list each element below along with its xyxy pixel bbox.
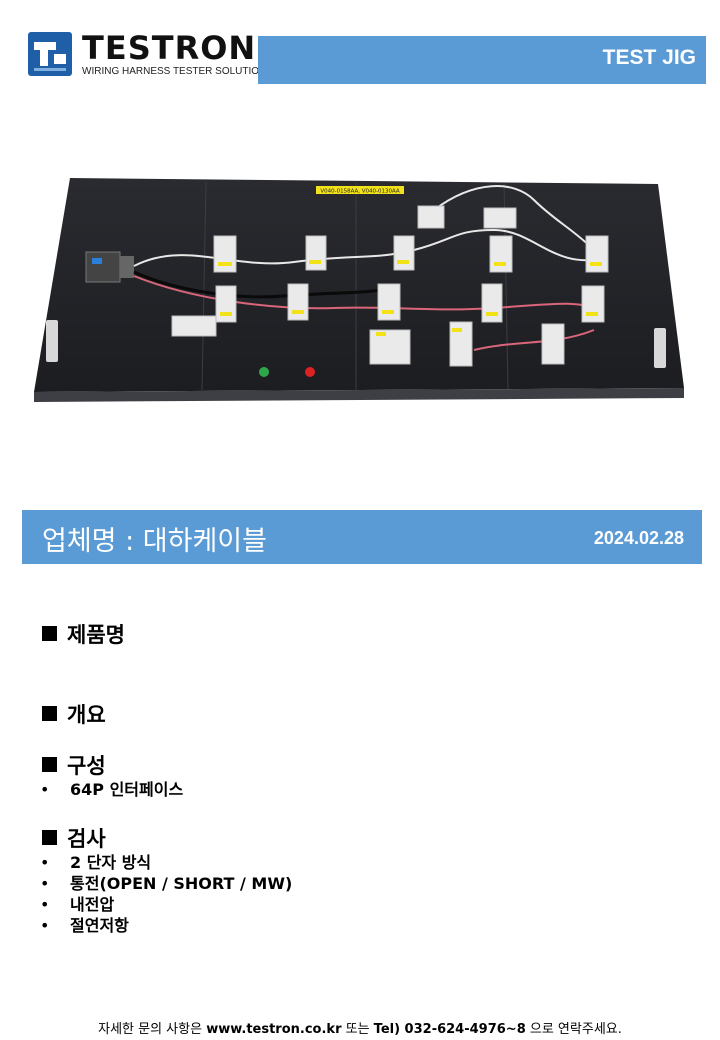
testron-logo: TESTRON WIRING HARNESS TESTER SOLUTIONS: [28, 29, 273, 82]
inspection-list: 2 단자 방식 통전(OPEN / SHORT / MW) 내전압 절연저항: [40, 852, 292, 936]
section-heading: 검사: [67, 827, 106, 851]
title-bar: TEST JIG: [258, 36, 706, 84]
square-bullet-icon: [42, 626, 57, 641]
footer-middle: 또는: [341, 1022, 374, 1037]
list-item: 64P 인터페이스: [40, 779, 183, 800]
square-bullet-icon: [42, 706, 57, 721]
footer-prefix: 자세한 문의 사항은: [98, 1022, 207, 1037]
section-heading: 제품명: [67, 623, 125, 647]
list-item: 내전압: [40, 894, 292, 915]
section-heading: 개요: [67, 703, 106, 727]
list-item: 2 단자 방식: [40, 852, 292, 873]
website-link[interactable]: www.testron.co.kr: [206, 1022, 342, 1037]
section-inspection: 검사: [42, 826, 106, 852]
composition-list: 64P 인터페이스: [40, 779, 183, 800]
brand-name: TESTRON: [82, 29, 257, 67]
phone-number: Tel) 032-624-4976~8: [373, 1022, 526, 1037]
test-jig-photo: V040-0158AA, V040-0130AA: [34, 178, 684, 402]
section-heading: 구성: [67, 754, 106, 778]
section-overview: 개요: [42, 702, 106, 728]
jig-label-strip: V040-0158AA, V040-0130AA: [320, 189, 400, 195]
section-product: 제품명: [42, 622, 125, 648]
section-composition: 구성: [42, 753, 106, 779]
square-bullet-icon: [42, 830, 57, 845]
brand-tagline: WIRING HARNESS TESTER SOLUTIONS: [82, 66, 273, 77]
list-item: 통전(OPEN / SHORT / MW): [40, 873, 292, 894]
list-item: 절연저항: [40, 915, 292, 936]
document-date: 2024.02.28: [593, 528, 684, 548]
footer-suffix: 으로 연락주세요.: [525, 1022, 622, 1037]
testron-logo-icon: [28, 32, 72, 76]
company-name: 업체명 : 대하케이블: [42, 526, 267, 557]
company-bar: 업체명 : 대하케이블 2024.02.28: [22, 510, 702, 564]
page-title: TEST JIG: [602, 46, 696, 69]
square-bullet-icon: [42, 757, 57, 772]
contact-footer: 자세한 문의 사항은 www.testron.co.kr 또는 Tel) 032…: [0, 1018, 720, 1037]
